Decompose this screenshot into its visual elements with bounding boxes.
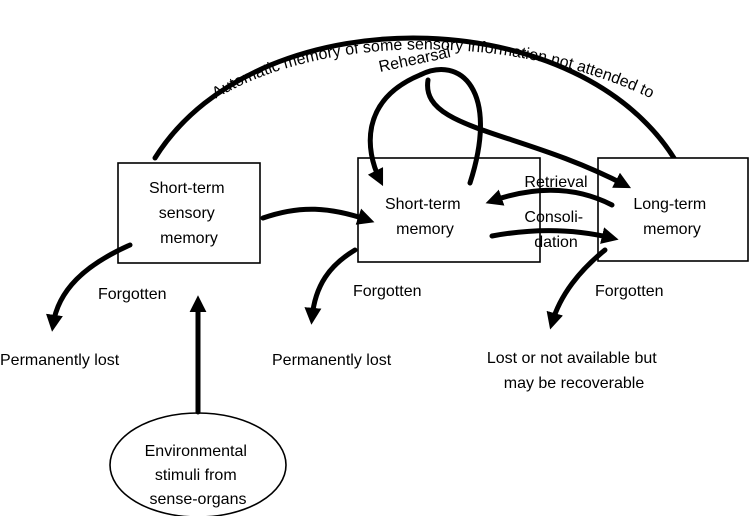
forgotten-stm-label: Forgotten (353, 283, 421, 300)
environment-line-3: sense-organs (150, 491, 247, 508)
automatic-memory-arrow (152, 35, 689, 185)
rehearsal-to-long-term-arrow (425, 77, 632, 189)
long-term-memory-label: Long-term memory (633, 196, 710, 238)
retrieval-arrow (485, 187, 615, 208)
short-term-memory-line-1: Short-term (385, 196, 461, 213)
environment-line-1: Environmental (145, 443, 247, 460)
forgotten-stm-arrow (304, 247, 358, 325)
consolidation-label-line-2: dation (534, 234, 578, 251)
ltm-outcome-line-2: may be recoverable (504, 375, 645, 392)
short-term-memory-box (357, 157, 541, 263)
sensory-memory-line-1: Short-term (149, 180, 225, 197)
ltm-outcome-label: Lost or not available but may be recover… (487, 350, 661, 392)
long-term-memory-line-2: memory (643, 221, 701, 238)
sensory-memory-box (117, 162, 261, 264)
forgotten-sensory-arrow (46, 242, 133, 332)
sensory-memory-label: Short-term sensory memory (149, 180, 229, 247)
sensory-to-stm-arrow (260, 206, 375, 225)
sensory-memory-line-2: sensory (159, 205, 215, 222)
consolidation-arrow (489, 227, 619, 244)
rehearsal-loop-arrow (367, 67, 483, 187)
ltm-outcome-line-1: Lost or not available but (487, 350, 657, 367)
forgotten-sensory-label: Forgotten (98, 286, 166, 303)
long-term-memory-line-1: Long-term (633, 196, 706, 213)
environment-line-2: stimuli from (155, 467, 237, 484)
stm-outcome-label: Permanently lost (272, 352, 392, 369)
sensory-memory-line-3: memory (160, 230, 218, 247)
environment-label: Environmental stimuli from sense-organs (145, 443, 252, 508)
consolidation-label: Consoli- dation (524, 209, 587, 251)
forgotten-ltm-arrow (546, 247, 608, 330)
short-term-memory-label: Short-term memory (385, 196, 465, 238)
forgotten-ltm-label: Forgotten (595, 283, 663, 300)
sensory-outcome-label: Permanently lost (0, 352, 120, 369)
short-term-memory-line-2: memory (396, 221, 454, 238)
consolidation-label-line-1: Consoli- (524, 209, 583, 226)
retrieval-label: Retrieval (524, 174, 587, 191)
